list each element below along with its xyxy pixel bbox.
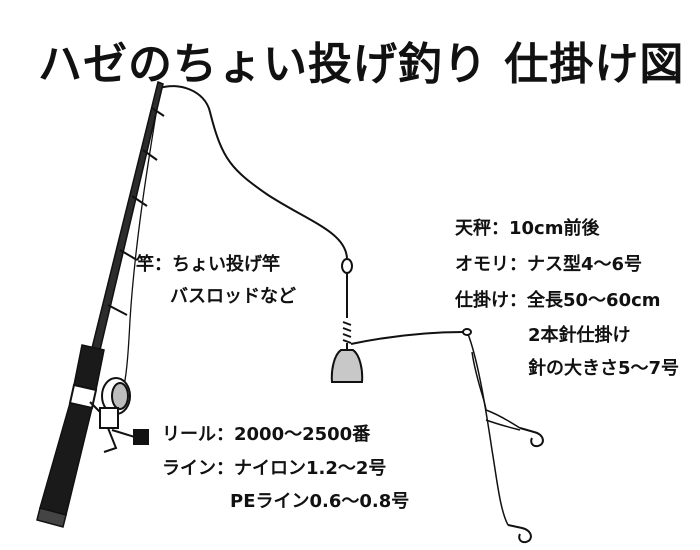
rod — [36, 80, 165, 528]
hook-size-label: 針の大きさ5～7号 — [528, 358, 680, 379]
leader-main — [467, 333, 509, 526]
swivel — [341, 258, 353, 274]
tenbin-label: 天秤：10cm前後 — [455, 218, 600, 239]
nylon-line-label: ライン：ナイロン1.2～2号 — [162, 458, 387, 479]
hook-upper — [519, 427, 544, 448]
rod-spec-label: 竿：ちょい投げ竿 — [136, 254, 280, 275]
rod-butt — [36, 507, 67, 528]
rod-alt-label: バスロッドなど — [170, 286, 296, 307]
leader-branch-end — [485, 419, 521, 431]
tenbin-arm — [350, 331, 465, 345]
page-title: ハゼのちょい投げ釣り 仕掛け図 — [38, 39, 685, 90]
reel — [89, 377, 149, 453]
omori-label: オモリ：ナス型4～6号 — [455, 254, 643, 275]
rod-handle — [39, 402, 93, 516]
hook-count-label: 2本針仕掛け — [528, 325, 631, 346]
pe-line-label: PEライン0.6～0.8号 — [230, 491, 410, 512]
reel-label: リール：2000～2500番 — [162, 424, 371, 445]
sinker — [330, 349, 364, 383]
shikake-length-label: 仕掛け：全長50～60cm — [455, 290, 661, 311]
hook-lower — [507, 524, 532, 544]
fishing-line — [159, 85, 348, 259]
leader-branch — [471, 351, 521, 429]
rod-line — [121, 89, 161, 396]
rod-guides — [107, 107, 165, 316]
tenbin-spring — [342, 273, 352, 350]
tenbin-eye — [462, 328, 472, 336]
rod-blank — [91, 80, 164, 351]
rod-foregrip — [73, 344, 105, 391]
